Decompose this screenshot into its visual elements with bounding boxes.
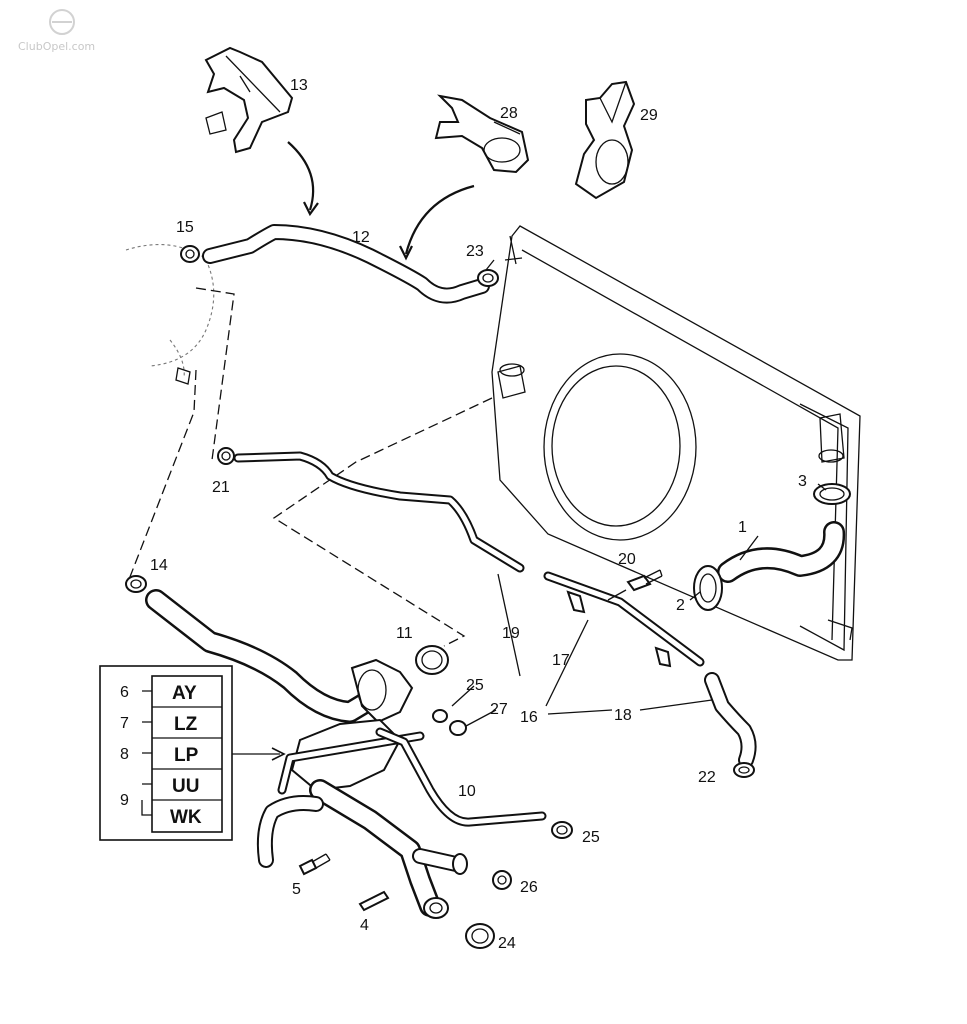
table-ref-7: 7 (120, 715, 129, 732)
bolt-20 (626, 569, 663, 592)
clamp-25-lower (551, 821, 573, 839)
bolt-5 (298, 853, 331, 876)
callout-20: 20 (618, 551, 636, 568)
radiator (491, 225, 861, 661)
callout-labels: 1 2 3 4 5 10 11 12 13 14 15 16 17 18 19 … (150, 77, 807, 952)
clamp-22 (733, 762, 755, 778)
callout-18: 18 (614, 707, 632, 724)
clip-29 (574, 80, 636, 200)
hose-14 (145, 589, 381, 723)
table-ref-9: 9 (120, 792, 129, 809)
expansion-tank (125, 244, 215, 385)
clamp-27 (449, 720, 467, 736)
callout-5: 5 (292, 881, 301, 898)
hose-19 (233, 451, 525, 573)
callout-25-upper: 25 (466, 677, 484, 694)
clamp-24 (465, 923, 495, 949)
engine-code-uu: UU (172, 776, 199, 797)
callout-21: 21 (212, 479, 230, 496)
callout-14: 14 (150, 557, 168, 574)
arrow-13 (287, 141, 315, 211)
pipe-17 (543, 571, 705, 668)
hose-18 (704, 672, 757, 768)
clamp-15 (180, 245, 200, 263)
clamp-11 (415, 645, 449, 675)
clamp-3 (813, 483, 851, 505)
table-ref-8: 8 (120, 746, 129, 763)
clamp-26 (492, 870, 512, 890)
callout-2: 2 (676, 597, 685, 614)
callout-27: 27 (490, 701, 508, 718)
clamp-14 (125, 575, 147, 593)
callout-24: 24 (498, 935, 516, 952)
callout-29: 29 (640, 107, 658, 124)
coolant-pipe-assembly (256, 658, 468, 919)
hose-10 (375, 727, 547, 827)
clamp-25-upper (432, 709, 448, 723)
callout-16: 16 (520, 709, 538, 726)
table-ref-6: 6 (120, 684, 129, 701)
watermark-text: ClubOpel.com (18, 40, 95, 53)
callout-3: 3 (798, 473, 807, 490)
hose-1 (717, 521, 846, 583)
callout-17: 17 (552, 652, 570, 669)
engine-code-wk: WK (170, 807, 202, 828)
callout-1: 1 (738, 519, 747, 536)
leader-lines (451, 259, 827, 727)
callout-4: 4 (360, 917, 369, 934)
callout-26: 26 (520, 879, 538, 896)
callout-13: 13 (290, 77, 308, 94)
engine-code-ay: AY (172, 683, 197, 704)
watermark-logo: ClubOpel.com (18, 9, 95, 53)
clamp-2 (693, 565, 723, 611)
clamp-21 (217, 447, 235, 465)
stud-4 (358, 890, 390, 912)
hose-12 (202, 224, 490, 304)
callout-25-lower: 25 (582, 829, 600, 846)
callout-23: 23 (466, 243, 484, 260)
callout-22: 22 (698, 769, 716, 786)
clip-28 (434, 94, 530, 174)
callout-11: 11 (396, 625, 413, 642)
callout-10: 10 (458, 783, 476, 800)
callout-19: 19 (502, 625, 520, 642)
engine-code-lp: LP (174, 745, 199, 766)
clip-13 (204, 46, 294, 154)
reference-lines (127, 287, 493, 647)
arrow-28 (404, 184, 475, 255)
callout-15: 15 (176, 219, 194, 236)
callout-12: 12 (352, 229, 370, 246)
callout-28: 28 (500, 105, 518, 122)
clamp-23 (477, 269, 499, 287)
engine-code-table: 6 7 8 9 AY LZ LP UU WK (99, 665, 286, 841)
engine-code-lz: LZ (174, 714, 198, 735)
